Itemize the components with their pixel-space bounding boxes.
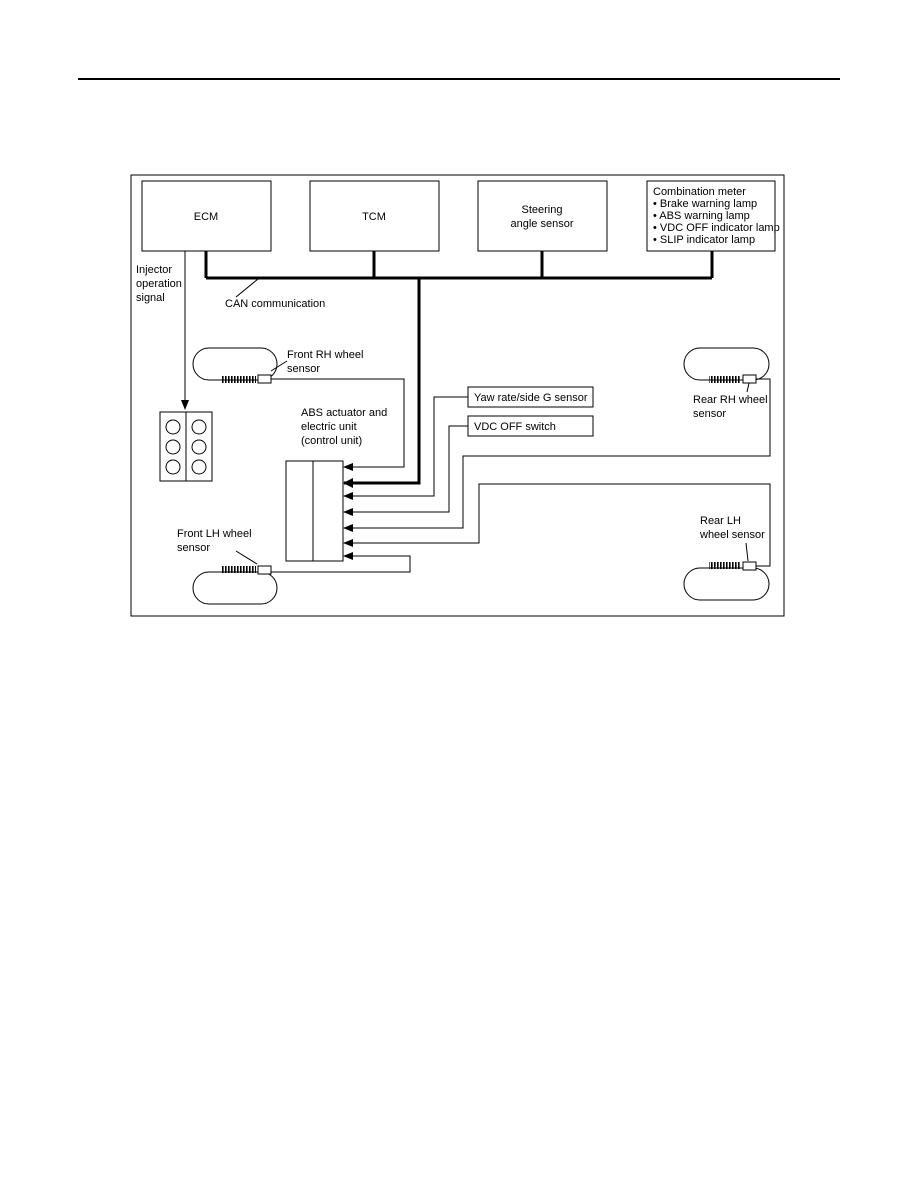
meter-item: • Brake warning lamp (653, 198, 757, 210)
rear-lh-wheel (683, 561, 770, 601)
front-rh-label-line1: Front RH wheel (287, 349, 363, 361)
rear-lh-signal-line (343, 483, 771, 567)
front-lh-label-line2: sensor (177, 542, 210, 554)
meter-title: Combination meter (653, 186, 746, 198)
meter-item: • ABS warning lamp (653, 210, 750, 222)
rear-lh-leader (745, 542, 749, 562)
abs-label-line2: electric unit (301, 421, 357, 433)
can-leader-line (235, 278, 259, 298)
rear-rh-wheel (683, 347, 770, 384)
abs-label-line1: ABS actuator and (301, 407, 387, 419)
ecm-box: ECM (141, 180, 272, 252)
rear-rh-label-line1: Rear RH wheel (693, 394, 768, 406)
tcm-label: TCM (362, 211, 386, 223)
front-lh-wheel (192, 565, 278, 605)
rear-rh-label-line2: sensor (693, 408, 726, 420)
rear-lh-label-line1: Rear LH (700, 515, 741, 527)
can-bus (204, 251, 714, 485)
rear-rh-signal-line (343, 378, 771, 532)
injector-label-line3: signal (136, 292, 165, 304)
meter-item: • VDC OFF indicator lamp (653, 222, 780, 234)
vdc-off-signal-line (343, 425, 468, 516)
tcm-box: TCM (309, 180, 440, 252)
diagram-frame (130, 174, 785, 617)
front-lh-label-line1: Front LH wheel (177, 528, 252, 540)
steering-label-line1: Steering (522, 204, 563, 216)
vdc-off-label: VDC OFF switch (474, 421, 556, 433)
combination-meter-box: Combination meter • Brake warning lamp •… (646, 180, 780, 252)
front-lh-signal-line (271, 552, 411, 573)
rear-rh-leader (746, 382, 750, 393)
can-arrow (343, 478, 353, 488)
abs-actuator-unit (285, 460, 344, 562)
meter-item: • SLIP indicator lamp (653, 234, 755, 246)
front-rh-label-line2: sensor (287, 363, 320, 375)
yaw-rate-signal-line (343, 396, 468, 500)
steering-angle-sensor-box: Steering angle sensor (477, 180, 608, 252)
ecm-label: ECM (194, 211, 218, 223)
injector-label-line1: Injector (136, 264, 172, 276)
injector-block (159, 411, 213, 482)
page-top-rule (78, 78, 840, 80)
front-lh-leader (235, 550, 258, 565)
yaw-rate-label: Yaw rate/side G sensor (474, 392, 588, 404)
abs-label-line3: (control unit) (301, 435, 362, 447)
front-rh-leader (270, 360, 288, 372)
steering-label-line2: angle sensor (511, 218, 574, 230)
rear-lh-label-line2: wheel sensor (699, 529, 765, 541)
injector-label-line2: operation (136, 278, 182, 290)
front-rh-wheel (192, 347, 278, 384)
can-communication-label: CAN communication (225, 298, 325, 310)
yaw-rate-sensor-box: Yaw rate/side G sensor (467, 386, 594, 408)
front-rh-signal-line (271, 378, 405, 471)
vdc-off-switch-box: VDC OFF switch (467, 415, 594, 437)
